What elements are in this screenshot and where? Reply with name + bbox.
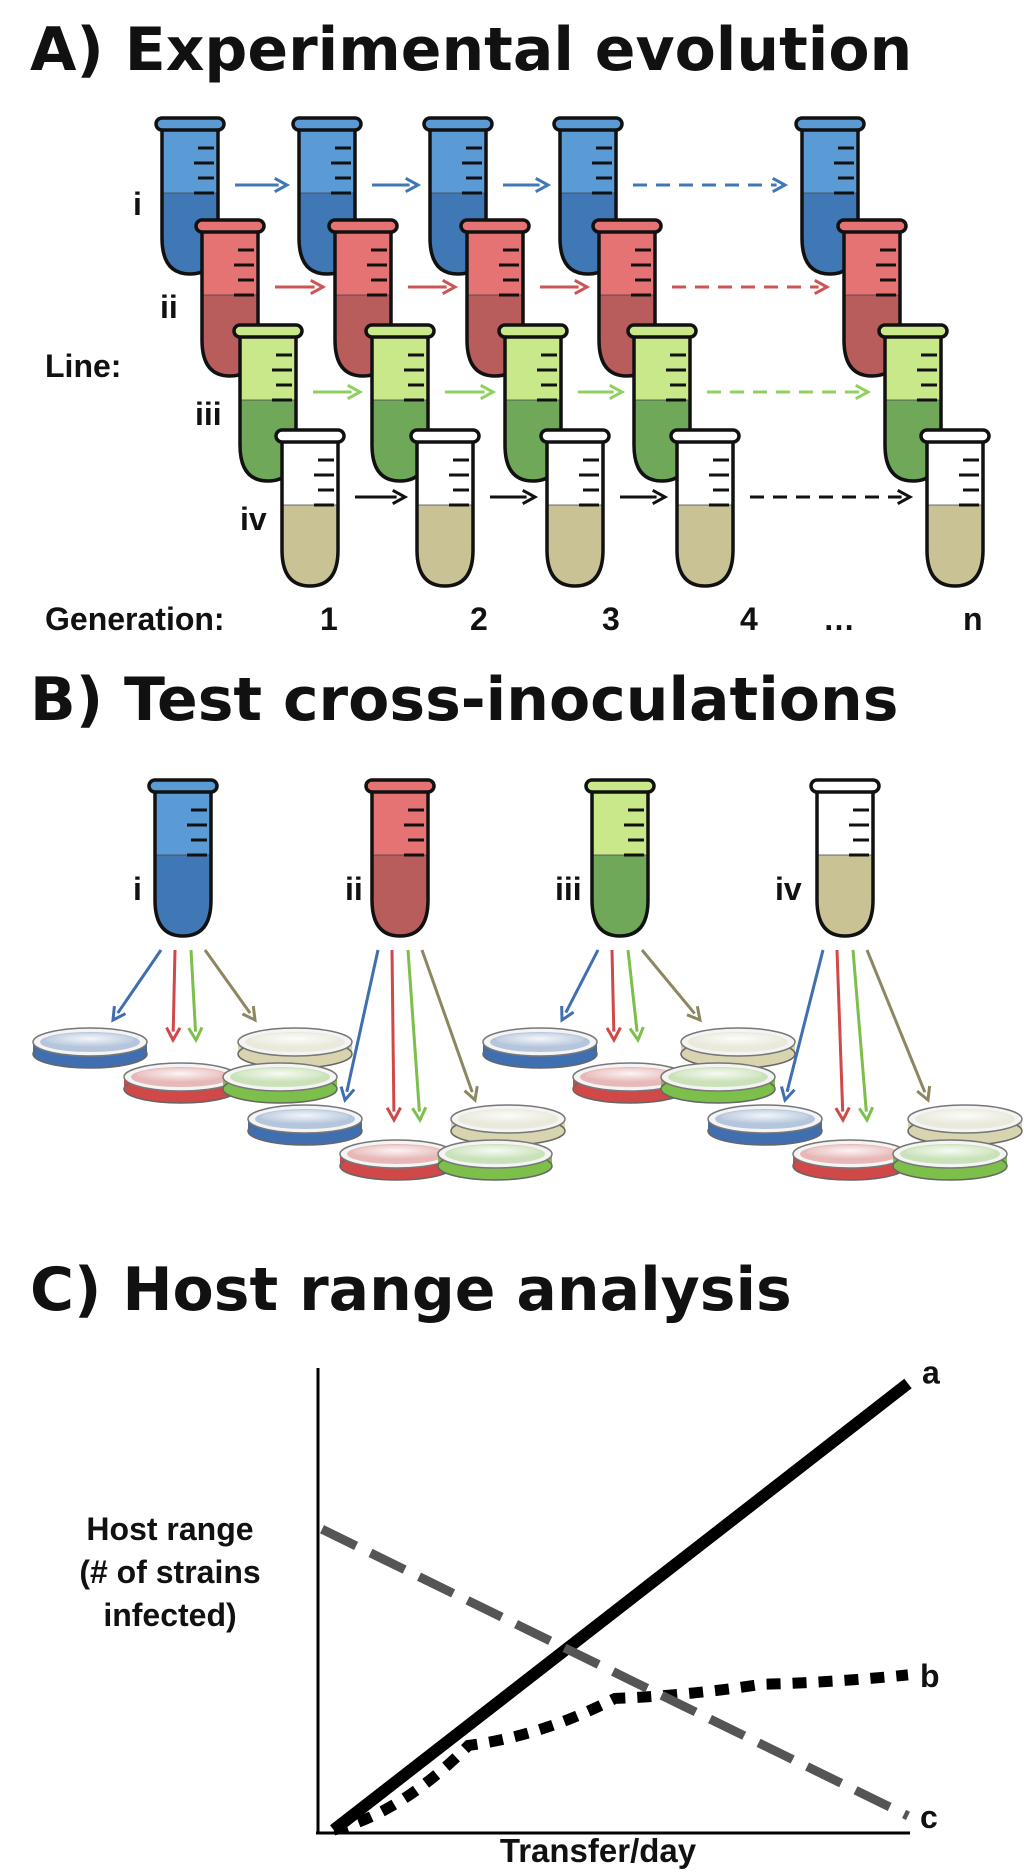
host-plate-tan-from-i bbox=[237, 1027, 353, 1069]
transfer-arrow-line-ii-3 bbox=[540, 278, 591, 296]
host-plate-green-from-iii bbox=[660, 1062, 776, 1104]
panel-a-title: A) Experimental evolution bbox=[30, 15, 912, 85]
host-plate-red-from-i bbox=[123, 1062, 239, 1104]
inoculation-arrow-ii-3 bbox=[406, 949, 428, 1124]
series-a-line bbox=[330, 1378, 912, 1835]
transfer-arrow-line-ii-1 bbox=[275, 278, 327, 296]
line-label-ii: ii bbox=[160, 289, 178, 325]
series-label-c: c bbox=[920, 1799, 938, 1835]
generation-3: 3 bbox=[602, 601, 620, 637]
series-label-a: a bbox=[922, 1355, 940, 1391]
source-tube-iii bbox=[584, 778, 656, 938]
host-plate-blue-from-iii bbox=[482, 1027, 598, 1069]
y-axis-label-line-3: infected) bbox=[103, 1597, 236, 1633]
host-plate-green-from-ii bbox=[437, 1139, 553, 1181]
host-plate-blue-from-i bbox=[32, 1027, 148, 1069]
transfer-arrow-line-iv-1 bbox=[355, 488, 409, 506]
host-plate-tan-from-iii bbox=[680, 1027, 796, 1069]
inoculation-arrow-ii-2 bbox=[385, 949, 402, 1124]
host-plate-blue-from-iv bbox=[707, 1104, 823, 1146]
transfer-arrow-line-i-1 bbox=[235, 176, 291, 194]
panel-b-diagram: i ii iii iv bbox=[32, 778, 1023, 1181]
inoculation-arrow-i-3 bbox=[187, 949, 204, 1044]
host-plate-green-from-iv bbox=[892, 1139, 1008, 1181]
inoculation-arrow-i-2 bbox=[165, 949, 182, 1044]
panel-c-chart: a b c Host range (# of strains infected) T… bbox=[79, 1355, 940, 1870]
host-plate-green-from-i bbox=[222, 1062, 338, 1104]
host-plate-blue-from-ii bbox=[247, 1104, 363, 1146]
transfer-arrow-line-i-3 bbox=[503, 176, 552, 194]
generation-label: Generation: bbox=[45, 601, 225, 637]
panel-a-diagram: Line: i ii iii iv Generation: 1 2 3 4 … … bbox=[45, 116, 991, 637]
line-label-i: i bbox=[133, 186, 142, 222]
source-tube-iv bbox=[809, 778, 881, 938]
inoculation-arrow-iv-1 bbox=[780, 949, 825, 1104]
source-label-i: i bbox=[133, 871, 142, 907]
inoculation-arrow-iv-3 bbox=[851, 949, 875, 1124]
inoculation-arrow-ii-4 bbox=[420, 949, 479, 1103]
tube-line-iv-gen-2 bbox=[409, 428, 481, 588]
inoculation-arrow-iv-4 bbox=[865, 949, 932, 1103]
y-axis-label-line-1: Host range bbox=[86, 1511, 253, 1547]
cross-inoculation-ii bbox=[247, 778, 566, 1181]
generation-1: 1 bbox=[320, 601, 338, 637]
inoculation-arrow-i-4 bbox=[203, 949, 257, 1023]
transfer-arrow-line-ii-2 bbox=[408, 278, 459, 296]
source-label-ii: ii bbox=[345, 871, 363, 907]
series-c-line bbox=[320, 1525, 910, 1820]
evolution-line-iv bbox=[274, 428, 991, 588]
x-axis-label: Transfer/day bbox=[500, 1832, 697, 1869]
transfer-arrow-line-iii-2 bbox=[445, 383, 497, 401]
cross-inoculation-iv bbox=[707, 778, 1023, 1181]
transfer-arrow-line-iv-2 bbox=[490, 488, 539, 506]
source-label-iv: iv bbox=[775, 871, 802, 907]
cross-inoculation-i bbox=[32, 778, 353, 1104]
inoculation-arrow-iii-3 bbox=[626, 949, 645, 1044]
cross-inoculation-iii bbox=[482, 778, 796, 1104]
source-tube-ii bbox=[364, 778, 436, 938]
series-label-b: b bbox=[920, 1658, 940, 1694]
host-plate-red-from-iv bbox=[792, 1139, 908, 1181]
transfer-arrow-line-iii-1 bbox=[313, 383, 364, 401]
y-axis-label-line-2: (# of strains bbox=[79, 1554, 260, 1590]
panel-c-title: C) Host range analysis bbox=[30, 1255, 792, 1325]
generation-2: 2 bbox=[470, 601, 488, 637]
transfer-arrow-line-i-4 bbox=[633, 176, 789, 194]
host-plate-red-from-iii bbox=[572, 1062, 688, 1104]
generation-ellipsis: … bbox=[823, 601, 855, 637]
host-plate-red-from-ii bbox=[339, 1139, 455, 1181]
tube-line-iv-gen-4 bbox=[669, 428, 741, 588]
panel-b-title: B) Test cross-inoculations bbox=[30, 665, 898, 735]
transfer-arrow-line-i-2 bbox=[372, 176, 422, 194]
tube-line-iv-gen-5 bbox=[919, 428, 991, 588]
line-label-iii: iii bbox=[195, 396, 222, 432]
line-label: Line: bbox=[45, 348, 121, 384]
transfer-arrow-line-ii-4 bbox=[672, 278, 831, 296]
tube-line-iv-gen-3 bbox=[539, 428, 611, 588]
series-b-line bbox=[332, 1669, 909, 1836]
transfer-arrow-line-iv-3 bbox=[620, 488, 669, 506]
generation-4: 4 bbox=[740, 601, 758, 637]
transfer-arrow-line-iii-4 bbox=[707, 383, 872, 401]
transfer-arrow-line-iii-3 bbox=[578, 383, 626, 401]
host-plate-tan-from-iv bbox=[907, 1104, 1023, 1146]
inoculation-arrow-i-1 bbox=[111, 949, 163, 1023]
inoculation-arrow-iv-2 bbox=[834, 949, 851, 1124]
host-plate-tan-from-ii bbox=[450, 1104, 566, 1146]
tube-line-iv-gen-1 bbox=[274, 428, 346, 588]
generation-n: n bbox=[963, 601, 983, 637]
inoculation-arrow-iii-2 bbox=[605, 949, 622, 1044]
inoculation-arrow-ii-1 bbox=[339, 949, 380, 1104]
source-tube-i bbox=[147, 778, 219, 938]
source-label-iii: iii bbox=[555, 871, 582, 907]
inoculation-arrow-iii-1 bbox=[560, 949, 600, 1023]
line-label-iv: iv bbox=[240, 501, 267, 537]
inoculation-arrow-iii-4 bbox=[640, 949, 702, 1023]
transfer-arrow-line-iv-4 bbox=[750, 488, 914, 506]
